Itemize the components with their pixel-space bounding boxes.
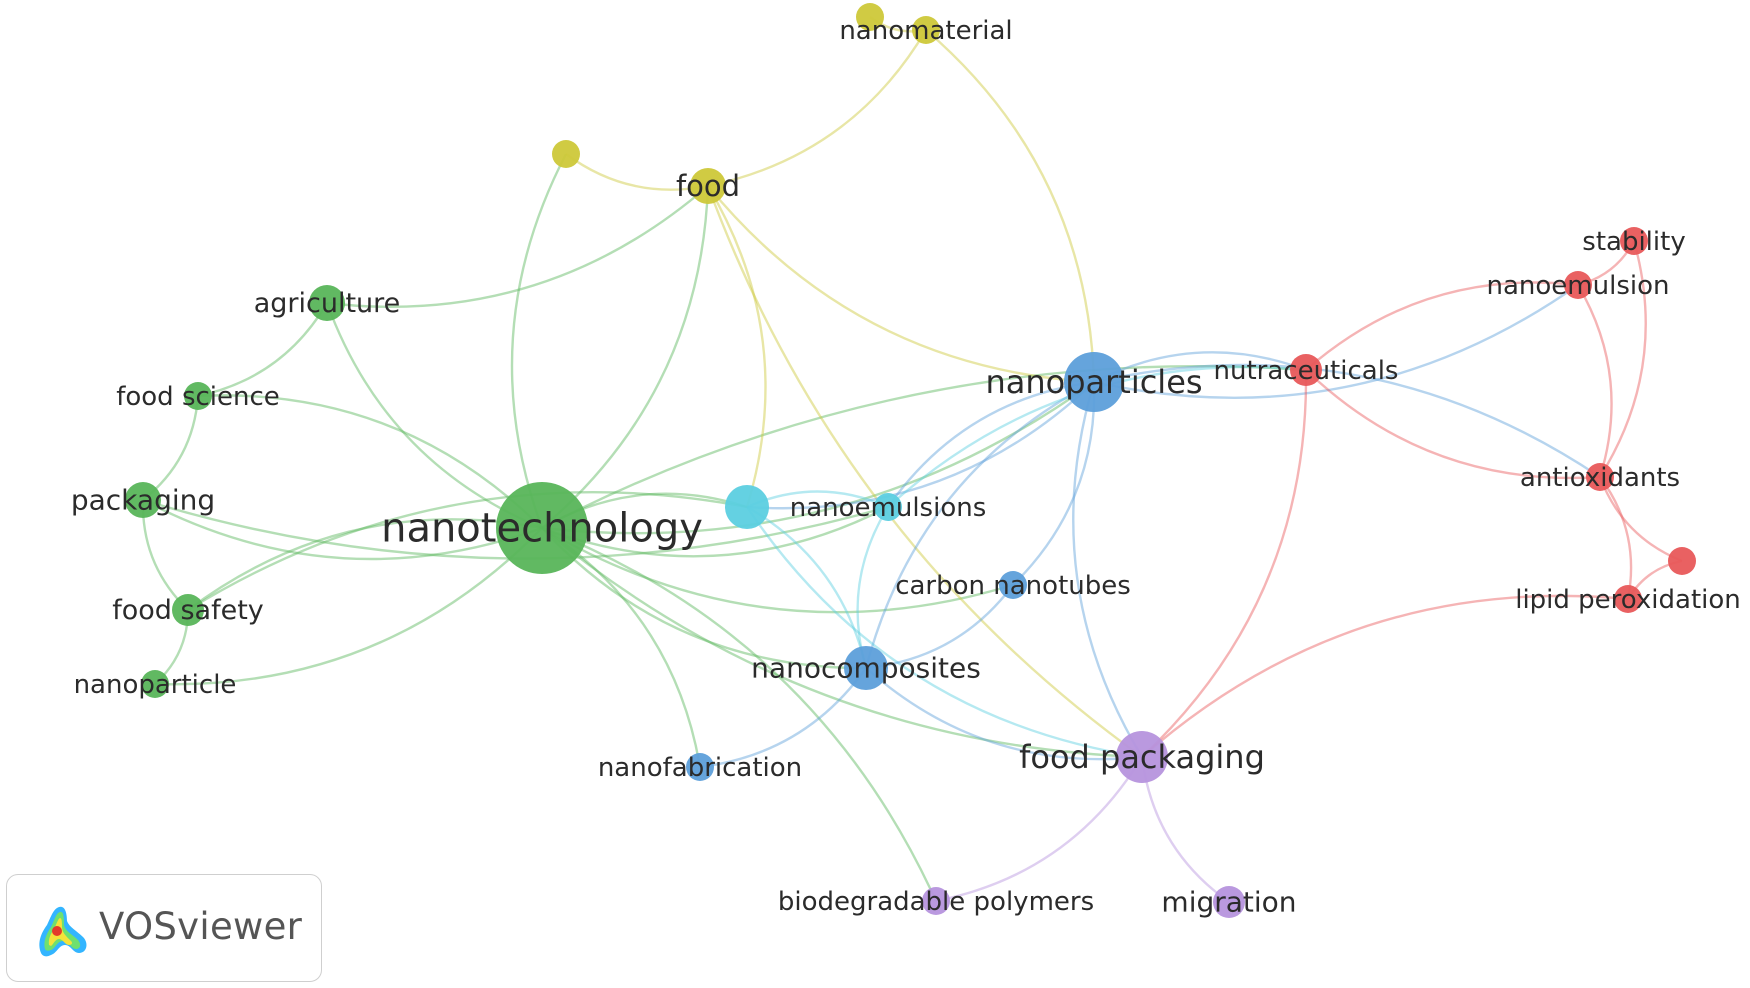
link-nanomaterial-nanoparticles bbox=[925, 29, 1096, 383]
label-nutraceuticals: nutraceuticals bbox=[1214, 356, 1399, 386]
link-nanocomposites-nanofabrication bbox=[699, 667, 867, 769]
label-nanofabrication: nanofabrication bbox=[598, 753, 802, 783]
label-nanoemulsions: nanoemulsions bbox=[790, 493, 987, 523]
link-cyan_hub-food_packaging bbox=[746, 506, 1143, 759]
link-antioxidants-stability bbox=[1598, 240, 1647, 478]
node-nanoparticle[interactable] bbox=[141, 670, 169, 698]
label-nanoemulsion: nanoemulsion bbox=[1487, 271, 1670, 301]
link-nanoemulsion-antioxidants bbox=[1576, 284, 1613, 478]
label-stability: stability bbox=[1582, 227, 1685, 257]
nodes-layer bbox=[125, 3, 1696, 918]
label-carbon-nanotubes: carbon nanotubes bbox=[895, 571, 1131, 601]
link-food_safety-cyan_hub bbox=[187, 491, 748, 612]
links-layer bbox=[141, 16, 1683, 903]
labels-layer: nanotechnology agriculture food science pac… bbox=[71, 16, 1741, 919]
node-nanofabrication[interactable] bbox=[686, 753, 714, 781]
node-biodegradable-polymers[interactable] bbox=[922, 887, 950, 915]
node-cyan-hub[interactable] bbox=[725, 485, 769, 529]
link-nanoparticles-carbon_nanotubes bbox=[1012, 381, 1096, 586]
link-food-nanomaterial bbox=[707, 29, 928, 188]
link-nutraceuticals-nanoemulsion bbox=[1305, 281, 1579, 371]
link-nanotechnology-food_safety bbox=[187, 518, 543, 611]
node-red-small[interactable] bbox=[1668, 547, 1696, 575]
label-nanoparticle: nanoparticle bbox=[74, 670, 237, 700]
link-nanotechnology-nanoparticles bbox=[541, 381, 1095, 535]
link-nanoparticles-nanocomposites bbox=[864, 380, 1095, 669]
vosviewer-logo-icon bbox=[39, 906, 87, 957]
label-nanomaterial: nanomaterial bbox=[839, 16, 1012, 46]
link-nanotechnology-packaging bbox=[142, 498, 543, 561]
link-cyan_hub-nanocomposites bbox=[746, 505, 868, 669]
link-food_packaging-biodegradable_polymers bbox=[935, 756, 1144, 903]
label-food-packaging: food packaging bbox=[1019, 738, 1265, 776]
node-food-science[interactable] bbox=[184, 382, 212, 410]
link-nanotechnology-food bbox=[541, 185, 710, 529]
node-nanomaterial[interactable] bbox=[912, 16, 940, 44]
link-nanotechnology-nutraceuticals bbox=[541, 364, 1307, 530]
node-antioxidants[interactable] bbox=[1586, 463, 1614, 491]
label-food-science: food science bbox=[116, 382, 280, 412]
link-nanoparticles-nanoemulsions bbox=[887, 380, 1095, 508]
link-nanotechnology-nanoparticle bbox=[154, 527, 543, 686]
link-lipid_peroxidation-food_packaging bbox=[1141, 594, 1629, 758]
label-biodegradable-polymers: biodegradable polymers bbox=[778, 887, 1094, 917]
node-food[interactable] bbox=[690, 168, 726, 204]
node-carbon-nanotubes[interactable] bbox=[999, 571, 1027, 599]
link-nanoparticles-food_packaging bbox=[1072, 381, 1144, 758]
label-antioxidants: antioxidants bbox=[1520, 463, 1680, 493]
link-antioxidants-lipid_peroxidation bbox=[1599, 476, 1633, 600]
link-nanotechnology-food_science bbox=[197, 394, 543, 529]
link-food-cyan_hub bbox=[706, 185, 767, 508]
link-nanotechnology-nanoemulsions bbox=[541, 505, 889, 558]
label-migration: migration bbox=[1161, 886, 1296, 919]
link-nanotechnology-nanocomposites bbox=[541, 527, 867, 670]
link-nanocomposites-food_packaging bbox=[865, 667, 1143, 761]
node-lipid-peroxidation[interactable] bbox=[1614, 585, 1642, 613]
vosviewer-logo: VOSviewer bbox=[6, 874, 322, 982]
node-packaging[interactable] bbox=[125, 482, 161, 518]
link-nanotechnology-food_packaging bbox=[541, 527, 1143, 759]
label-nanoparticles: nanoparticles bbox=[985, 363, 1202, 401]
node-nanotechnology[interactable] bbox=[496, 482, 588, 574]
link-nutraceuticals-food_packaging bbox=[1141, 369, 1308, 758]
link-nanoparticles-cyan_hub bbox=[746, 381, 1095, 510]
label-food-safety: food safety bbox=[112, 595, 264, 626]
label-nanotechnology: nanotechnology bbox=[381, 506, 703, 552]
link-nanoparticles-antioxidants bbox=[1093, 363, 1601, 478]
node-stability[interactable] bbox=[1620, 227, 1648, 255]
link-nutraceuticals-antioxidants bbox=[1305, 369, 1601, 480]
node-yellow-small-2[interactable] bbox=[552, 140, 580, 168]
node-migration[interactable] bbox=[1213, 886, 1245, 918]
link-nanotechnology-yellow_small_2 bbox=[510, 153, 568, 529]
node-nutraceuticals[interactable] bbox=[1290, 354, 1322, 386]
link-nanotechnology-carbon_nanotubes bbox=[541, 526, 1014, 614]
node-food-safety[interactable] bbox=[172, 594, 204, 626]
node-yellow-small-1[interactable] bbox=[856, 3, 884, 31]
label-food: food bbox=[676, 169, 740, 203]
node-food-packaging[interactable] bbox=[1116, 731, 1168, 783]
node-nanoparticles[interactable] bbox=[1064, 352, 1124, 412]
label-agriculture: agriculture bbox=[254, 288, 401, 319]
link-agriculture-food bbox=[326, 185, 709, 309]
node-agriculture[interactable] bbox=[309, 285, 345, 321]
link-nanotechnology-biodegradable_polymers bbox=[541, 526, 938, 902]
label-nanocomposites: nanocomposites bbox=[751, 652, 981, 685]
node-nanocomposites[interactable] bbox=[844, 646, 888, 690]
label-packaging: packaging bbox=[71, 484, 215, 517]
link-agriculture-food_science bbox=[197, 302, 329, 398]
link-nanoparticles-nanoemulsion bbox=[1093, 284, 1579, 399]
vosviewer-logo-text: VOSviewer bbox=[99, 905, 303, 948]
node-nanoemulsion[interactable] bbox=[1564, 271, 1592, 299]
link-food-nanoparticles bbox=[707, 185, 1095, 384]
label-lipid-peroxidation: lipid peroxidation bbox=[1515, 585, 1741, 615]
node-nanoemulsions[interactable] bbox=[874, 493, 902, 521]
